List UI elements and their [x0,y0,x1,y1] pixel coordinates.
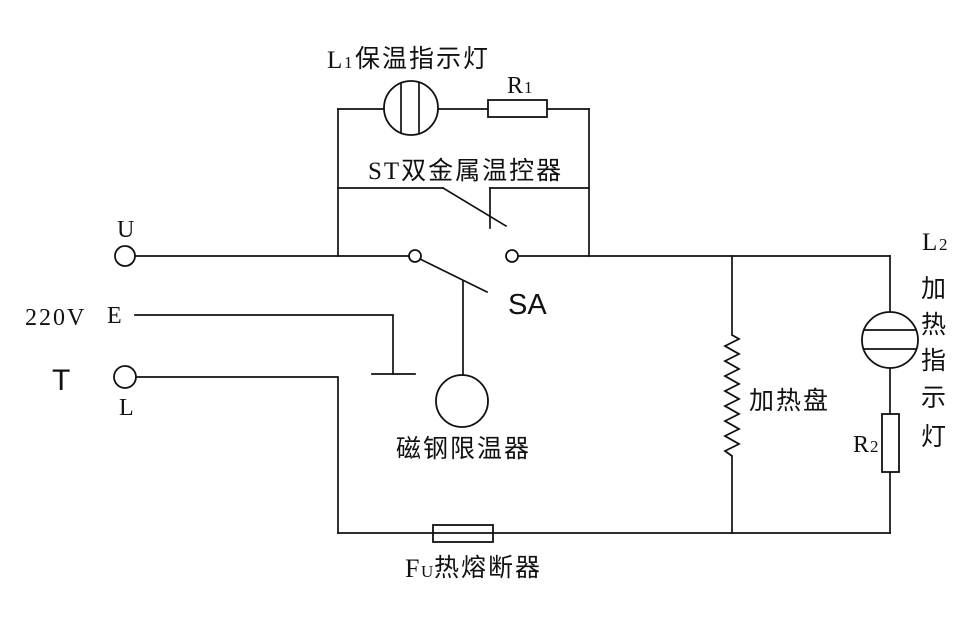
label-l1-sub: 1 [344,53,353,72]
switch-sa-symbol [408,249,519,294]
lamp-l2-symbol [861,311,919,369]
label-l2-ref: L [922,229,937,256]
sa-blade [418,257,489,294]
label-fu-ref: F [405,554,419,583]
label-terminal-t: T [52,364,70,397]
label-terminal-e: E [107,303,122,329]
label-magnet-limiter: 磁钢限温器 [396,435,531,463]
terminal-t-circle [113,365,137,389]
thermal-fuse-symbol [432,524,494,543]
label-l2-char-3: 示 [921,385,948,412]
resistor-r1-symbol [487,99,548,118]
label-l1-ref: L [327,47,342,74]
thermostat-blade [441,186,508,228]
label-heat-lamp: L 2 加 热 指 示 灯 [921,229,948,451]
terminals [113,245,137,389]
label-l2-char-1: 热 [921,311,948,339]
label-r1-sub: 1 [524,78,533,97]
label-l2-char-4: 灯 [921,423,948,451]
label-l2-sub: 2 [939,235,948,254]
label-fu-sub: U [421,562,433,581]
wire-e-line [134,314,394,375]
wire-t-line [135,376,339,534]
label-heating-plate: 加热盘 [749,387,830,415]
label-thermal-fuse: F U 热熔断器 [405,554,542,583]
label-l2-char-0: 加 [921,275,948,303]
thermostat-st-symbol [337,186,590,229]
terminal-u-circle [114,245,136,267]
sa-right-contact [505,249,519,263]
label-r2: R 2 [853,432,879,458]
label-l2-char-2: 指 [921,347,948,375]
label-thermostat: ST双金属温控器 [368,157,563,185]
wires [134,108,891,534]
label-r1-ref: R [507,73,523,99]
label-r2-ref: R [853,432,869,458]
label-r2-sub: 2 [870,437,879,456]
resistor-r2-symbol [881,413,900,473]
label-terminal-u: U [117,217,134,243]
label-voltage: 220V [25,305,86,331]
label-l1-name: 保温指示灯 [355,45,490,73]
label-keep-warm-lamp: L 1 保温指示灯 [327,45,490,74]
label-r1: R 1 [507,73,533,99]
magnet-limiter-symbol [435,374,489,428]
heating-plate-symbol [723,334,741,457]
label-fu-name: 热熔断器 [434,554,542,582]
sa-left-contact [408,249,422,263]
lamp-l1-symbol [383,80,439,136]
label-sa: SA [508,289,547,321]
label-terminal-l: L [119,395,134,421]
